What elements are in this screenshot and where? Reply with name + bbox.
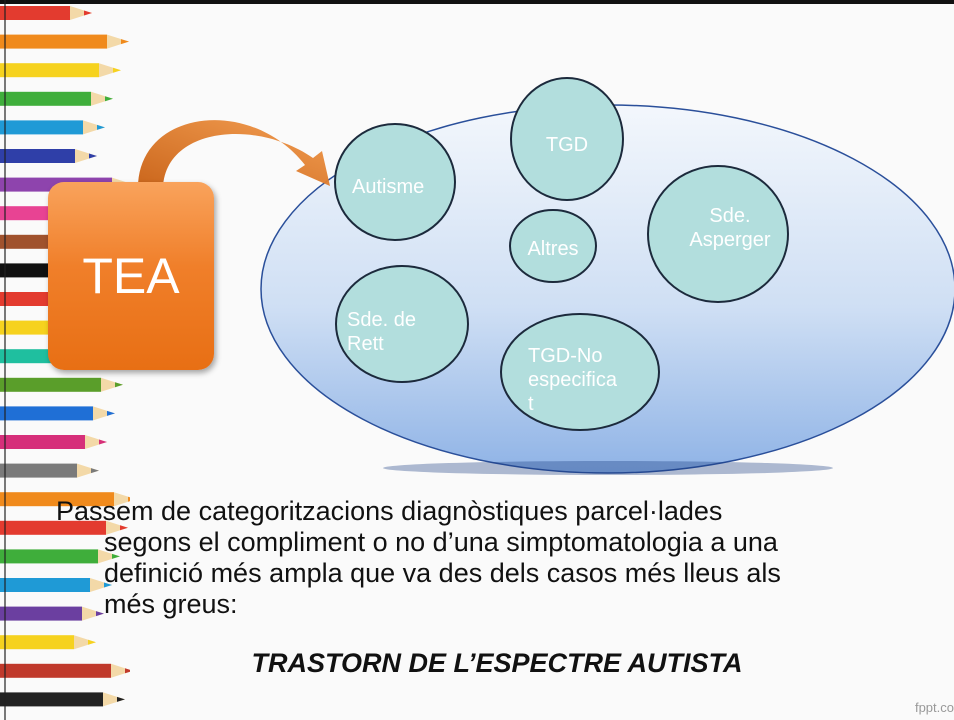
pencil-lead (120, 525, 128, 531)
emphasis-title: TRASTORN DE L’ESPECTRE AUTISTA (251, 648, 743, 678)
pencil-tip (77, 463, 99, 478)
pencil-body (0, 635, 74, 650)
tea-label: TEA (82, 248, 180, 304)
pencil-body (0, 463, 77, 478)
pencil-tip (85, 435, 107, 449)
pencil-lead (115, 382, 123, 388)
pencil-body (0, 578, 90, 592)
category-circle: Altres (509, 209, 597, 283)
pencil-tip (90, 578, 112, 592)
pencil-lead (91, 468, 99, 474)
category-circle-shape (335, 265, 469, 383)
pencil-lead (125, 668, 130, 674)
pencil-body (0, 492, 114, 507)
pencil-lead (128, 496, 130, 502)
pencil-tip (103, 692, 125, 707)
left-border (4, 0, 6, 720)
pencil-body (0, 606, 82, 621)
category-circle-shape (334, 123, 456, 241)
pencil-lead (105, 96, 113, 102)
pencil-lead (96, 611, 104, 617)
body-line-4: més greus: (104, 589, 238, 619)
category-label: Altres (527, 238, 578, 260)
pencil-lead (89, 153, 97, 159)
pencil-tip (114, 492, 130, 507)
pencil-lead (104, 582, 112, 588)
category-circle-shape (647, 165, 789, 303)
category-circle: Autisme (334, 123, 456, 241)
pencil-tip (75, 149, 97, 163)
pencil-body (0, 377, 101, 392)
category-label: Autisme (352, 176, 424, 198)
pencil-body (0, 520, 106, 535)
pencil-lead (84, 10, 92, 16)
pencil-body (0, 692, 103, 707)
pencil-tip (82, 606, 104, 621)
pencil-tip (91, 91, 113, 106)
pencil-lead (117, 696, 125, 702)
pencil-tip (107, 34, 129, 49)
pencil-lead (107, 410, 115, 416)
category-label: TGD (546, 134, 588, 156)
pencil-body (0, 91, 91, 106)
body-line-3: definició més ampla que va des dels caso… (104, 558, 781, 588)
pencil-tip (93, 406, 115, 421)
category-circle-shape (509, 209, 597, 283)
top-border (0, 0, 954, 4)
pencil-body (0, 663, 111, 678)
pencil-tip (99, 63, 121, 78)
pencil-lead (88, 639, 96, 645)
pencil-lead (113, 67, 121, 73)
pencil-tip (98, 549, 120, 564)
category-circle-shape (500, 313, 660, 431)
pencil-tip (74, 635, 96, 650)
pencil-body (0, 149, 75, 163)
body-line-1: Passem de categoritzacions diagnòstiques… (56, 496, 723, 526)
pencil-tip (106, 520, 128, 535)
pencil-body (0, 63, 99, 78)
pencil-body (0, 435, 85, 449)
category-circle-shape (510, 77, 624, 201)
spectrum-ellipse-shadow (383, 461, 833, 475)
pencil-lead (97, 124, 105, 130)
watermark: fppt.co (914, 700, 954, 715)
tea-box: TEA (48, 182, 214, 370)
category-circle: TGD (510, 77, 624, 201)
category-label: Sde.Asperger (689, 205, 770, 251)
pencil-lead (99, 439, 107, 445)
pencil-tip (111, 663, 130, 678)
pencil-lead (121, 39, 129, 45)
body-line-2: segons el compliment o no d’una simptoma… (104, 527, 778, 557)
body-paragraph: Passem de categoritzacions diagnòstiques… (56, 496, 932, 620)
pencil-body (0, 34, 107, 49)
pencil-tip (83, 120, 105, 135)
category-circle: Sde.Asperger (647, 165, 789, 303)
pencil-tip (101, 377, 123, 392)
curved-arrow (138, 120, 330, 188)
pencil-body (0, 6, 70, 20)
pencil-lead (112, 553, 120, 559)
pencil-body (0, 120, 83, 135)
pencil-tip (70, 6, 92, 20)
pencil-body (0, 549, 98, 564)
pencil-body (0, 406, 93, 421)
